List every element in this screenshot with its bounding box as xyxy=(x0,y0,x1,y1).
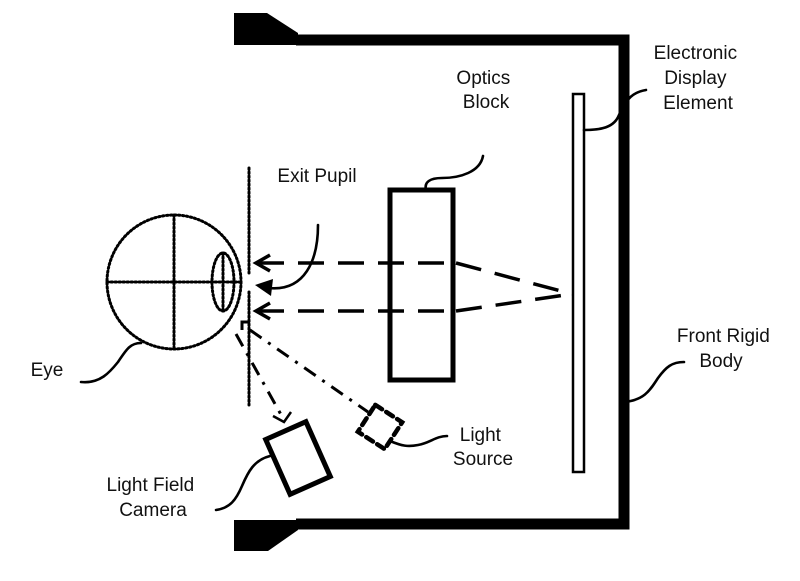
exit-pupil-leader xyxy=(266,223,320,290)
light-source-label: Light Source xyxy=(453,425,513,470)
optics-block-label: Optics Block xyxy=(456,68,515,113)
light-source-ray xyxy=(249,328,369,414)
optics-block-label-line2: Block xyxy=(463,92,510,113)
tracking-rays xyxy=(234,328,369,424)
light-field-camera xyxy=(262,418,334,498)
light-field-camera-label-line1: Light Field xyxy=(107,475,195,496)
front-rigid-body-leader xyxy=(622,360,686,404)
camera-body xyxy=(262,418,334,498)
display-leader xyxy=(582,88,648,132)
arrowhead-lower-icon xyxy=(252,301,271,321)
camera-ray-arrow-icon xyxy=(272,411,293,424)
arrowhead-upper-icon xyxy=(252,253,271,273)
camera-ray xyxy=(234,333,286,421)
electronic-display-element xyxy=(571,92,586,474)
light-source-body xyxy=(354,401,406,453)
housing-top-flange xyxy=(234,13,298,45)
light-source-label-line1: Light xyxy=(460,425,502,446)
exit-pupil-arrow-icon xyxy=(255,279,273,296)
eye xyxy=(105,213,250,351)
electronic-display-label: Electronic Display Element xyxy=(654,43,743,114)
exit-pupil xyxy=(247,166,320,407)
light-source xyxy=(354,401,406,453)
electronic-display-label-line1: Electronic xyxy=(654,43,737,64)
ray-lower-converge xyxy=(455,292,573,313)
exit-pupil-label-line1: Exit Pupil xyxy=(277,166,356,187)
light-field-camera-label-line2: Camera xyxy=(119,500,187,521)
optics-block-label-line1: Optics xyxy=(456,68,510,89)
eye-leader xyxy=(79,341,143,384)
exit-pupil-label: Exit Pupil xyxy=(277,166,356,187)
ray-upper-converge xyxy=(455,261,573,296)
electronic-display-label-line2: Display xyxy=(664,68,727,89)
electronic-display-label-line3: Element xyxy=(663,93,733,114)
optics-block-leader xyxy=(424,154,485,192)
eye-label-line1: Eye xyxy=(31,360,64,381)
light-field-camera-label: Light Field Camera xyxy=(107,475,200,521)
eye-glint-mark xyxy=(240,320,250,330)
front-rigid-body-label: Front Rigid Body xyxy=(677,326,775,372)
housing-body-outline xyxy=(296,34,630,530)
light-source-leader xyxy=(388,434,449,448)
eye-label: Eye xyxy=(31,360,64,381)
optics-block xyxy=(387,187,456,383)
front-rigid-body-label-line1: Front Rigid xyxy=(677,326,770,347)
front-rigid-body-label-line2: Body xyxy=(699,351,743,372)
front-rigid-body xyxy=(234,13,630,551)
light-source-label-line2: Source xyxy=(453,449,513,470)
camera-leader xyxy=(214,454,272,512)
housing-bottom-flange xyxy=(234,520,298,551)
display-rays xyxy=(252,253,573,321)
